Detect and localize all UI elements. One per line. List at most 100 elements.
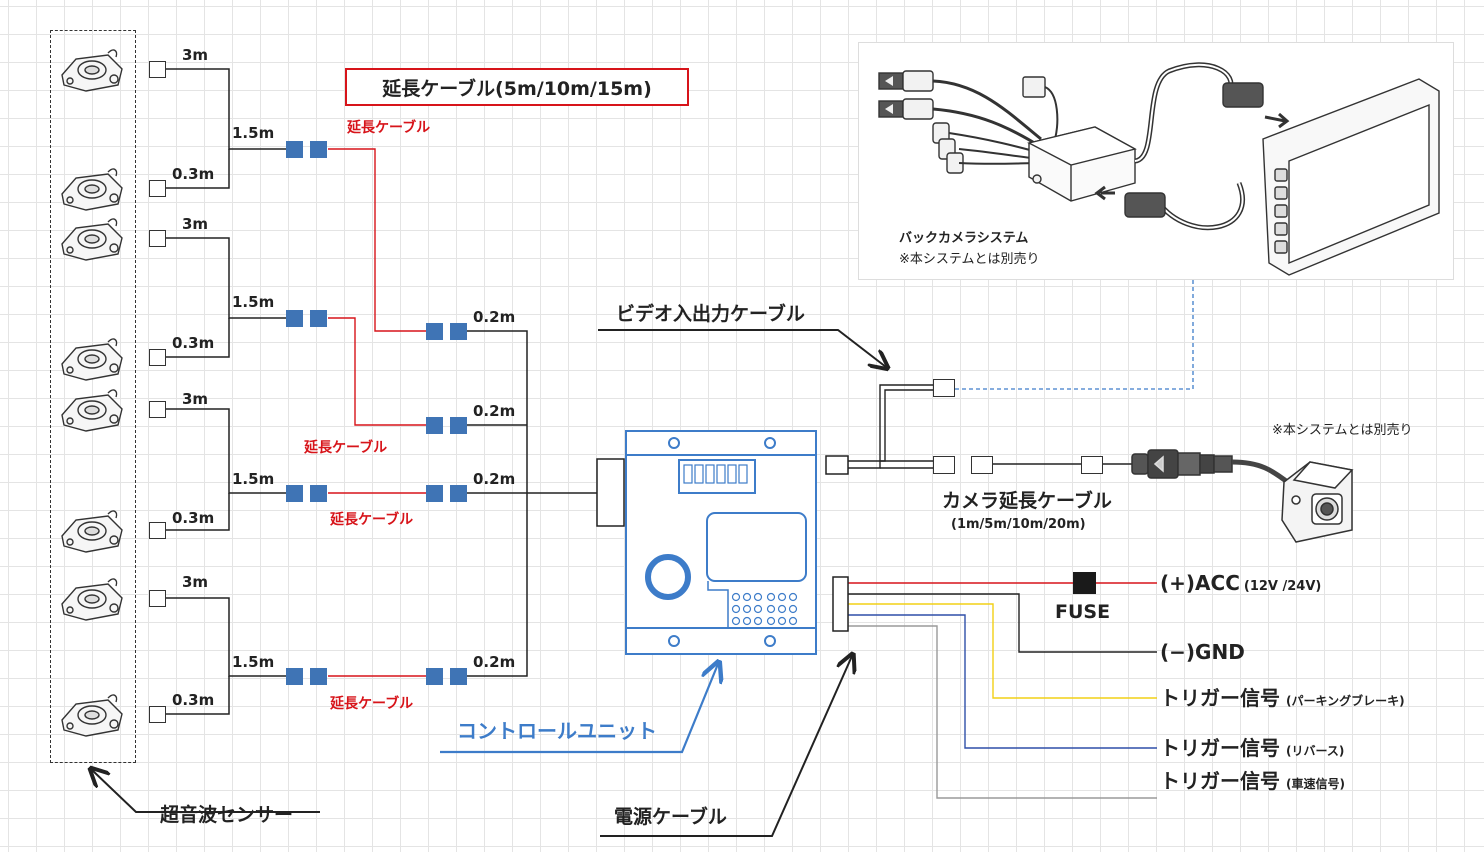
ultrasonic-sensor-icon [61, 168, 123, 211]
sensor-plug [149, 180, 166, 197]
trigger-detail: (パーキングブレーキ) [1286, 694, 1405, 708]
acc-volts: (12V /24V) [1243, 579, 1322, 594]
sensor-branch-wires [166, 68, 597, 715]
extension-cable-label: 延長ケーブル [330, 512, 414, 528]
length-label: 0.3m [172, 509, 215, 527]
video-cable-label: ビデオ入出力ケーブル [616, 303, 805, 325]
length-label: 3m [182, 46, 209, 64]
length-label: 1.5m [232, 470, 275, 488]
acc-label: (+)ACC(12V /24V) [1160, 573, 1321, 593]
video-cable-wires [848, 384, 1132, 469]
camera-note: ※本システムとは別売り [1272, 423, 1413, 438]
ultrasonic-sensor-icon [61, 338, 123, 381]
trigger-label: トリガー信号 [1160, 736, 1280, 760]
power-cable-wires [848, 582, 1157, 799]
sensors-label: 超音波センサー [160, 804, 294, 826]
sensor-plug [149, 706, 166, 723]
extension-cable-label: 延長ケーブル [330, 696, 414, 712]
length-label: 3m [182, 215, 209, 233]
extension-cable-callout: 延長ケーブル(5m/10m/15m) [345, 68, 689, 106]
sensor-plug [149, 522, 166, 539]
gnd-label: (−)GND [1160, 640, 1245, 664]
acc-text: (+)ACC [1160, 571, 1240, 595]
ultrasonic-sensor-icon [61, 510, 123, 553]
length-label: 0.2m [473, 308, 516, 326]
sensors-leader [92, 770, 320, 813]
power-cable-leader [600, 656, 852, 837]
connector-blue [426, 485, 443, 502]
ultrasonic-sensor-icon [61, 218, 123, 261]
control-unit-label: コントロールユニット [457, 719, 657, 743]
camera-ext-connector-b [1081, 456, 1103, 474]
connector-blue [310, 141, 327, 158]
control-unit-video-connector [825, 455, 849, 475]
trigger-parking: トリガー信号 (パーキングブレーキ) [1160, 688, 1405, 708]
length-label: 0.3m [172, 334, 215, 352]
connector-blue [426, 417, 443, 434]
ultrasonic-sensor-icon [61, 49, 123, 92]
connector-blue [426, 668, 443, 685]
connector-blue [450, 485, 467, 502]
ultrasonic-sensor-icon [61, 389, 123, 432]
connector-blue [310, 485, 327, 502]
camera-ext-title: カメラ延長ケーブル [942, 490, 1112, 512]
sensor-plug [149, 61, 166, 78]
extension-cable-label: 延長ケーブル [304, 440, 388, 456]
power-cable-label: 電源ケーブル [614, 806, 727, 828]
video-in-connector [933, 456, 955, 474]
control-unit-power-connector [832, 576, 849, 632]
control-unit [625, 430, 817, 655]
sensor-group-box [50, 30, 136, 763]
trigger-label: トリガー信号 [1160, 686, 1280, 710]
camera-ext-connector-a [971, 456, 993, 474]
ultrasonic-sensor-icon [61, 694, 123, 737]
connector-blue [286, 141, 303, 158]
fuse-label: FUSE [1055, 601, 1111, 623]
length-label: 0.2m [473, 402, 516, 420]
length-label: 3m [182, 573, 209, 591]
connector-blue [310, 310, 327, 327]
connector-blue [450, 417, 467, 434]
length-label: 1.5m [232, 124, 275, 142]
trigger-detail: (車速信号) [1286, 777, 1345, 791]
video-cable-leader [598, 329, 886, 367]
length-label: 0.3m [172, 691, 215, 709]
connector-blue [450, 668, 467, 685]
length-label: 0.3m [172, 165, 215, 183]
length-label: 0.2m [473, 653, 516, 671]
sensor-plug [149, 401, 166, 418]
length-label: 3m [182, 390, 209, 408]
control-unit-leader [440, 664, 718, 754]
length-label: 0.2m [473, 470, 516, 488]
trigger-speed: トリガー信号 (車速信号) [1160, 771, 1345, 791]
trigger-detail: (リバース) [1286, 744, 1345, 758]
connector-blue [450, 323, 467, 340]
sensor-plug [149, 590, 166, 607]
trigger-reverse: トリガー信号 (リバース) [1160, 738, 1344, 758]
ultrasonic-sensor-icon [61, 578, 123, 621]
sensor-plug [149, 349, 166, 366]
connector-blue [310, 668, 327, 685]
length-label: 1.5m [232, 653, 275, 671]
rear-camera [1131, 449, 1354, 543]
trigger-label: トリガー信号 [1160, 769, 1280, 793]
sensor-plug [149, 230, 166, 247]
backcam-title: バックカメラシステム [899, 231, 1029, 246]
video-out-connector [933, 379, 955, 397]
fuse [1073, 572, 1096, 594]
length-label: 1.5m [232, 293, 275, 311]
connector-blue [286, 310, 303, 327]
camera-ext-sizes: (1m/5m/10m/20m) [951, 517, 1086, 532]
backcam-note: ※本システムとは別売り [899, 252, 1040, 267]
connector-blue [286, 668, 303, 685]
connector-blue [426, 323, 443, 340]
extension-cable-wires [328, 148, 426, 677]
backcam-illustration [878, 62, 1440, 276]
connector-blue [286, 485, 303, 502]
extension-cable-label: 延長ケーブル [347, 120, 431, 136]
backcam-link [955, 280, 1194, 390]
backcam-system-panel: バックカメラシステム ※本システムとは別売り [858, 42, 1454, 280]
control-unit-sensor-connector [596, 458, 625, 527]
